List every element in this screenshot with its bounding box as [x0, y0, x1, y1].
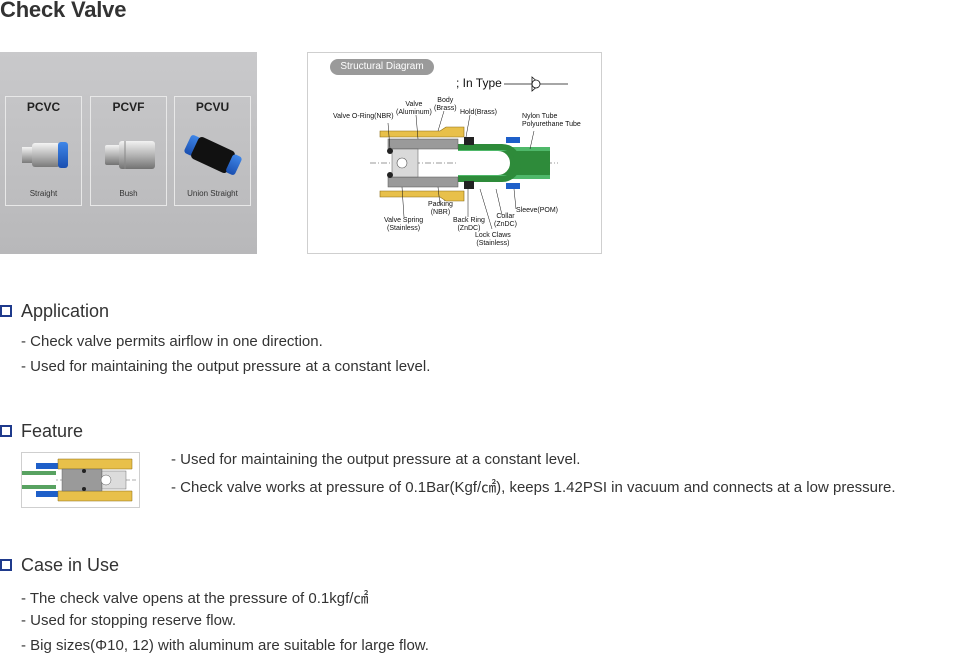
case-in-use-line: - The check valve opens at the pressure …: [21, 590, 369, 607]
label-valve: Valve (Aluminum): [396, 101, 432, 116]
diagram-title: Structural Diagram: [330, 59, 434, 75]
product-name: Bush: [119, 189, 138, 198]
label-packing: Packing (NBR): [428, 201, 453, 216]
product-code: PCVF: [112, 100, 145, 114]
product-card-pcvf[interactable]: PCVF Bush: [90, 96, 167, 206]
feature-heading: Feature: [0, 421, 83, 441]
section-bullet-icon: [0, 305, 12, 317]
case-in-use-line: - Big sizes(Φ10, 12) with aluminum are s…: [21, 637, 429, 654]
product-code: PCVC: [26, 100, 61, 114]
label-back-ring: Back Ring (ZnDC): [453, 217, 485, 232]
feature-line: - Check valve works at pressure of 0.1Ba…: [171, 479, 896, 496]
label-lock-claws: Lock Claws (Stainless): [475, 232, 511, 247]
product-card-pcvc[interactable]: PCVC Straight: [5, 96, 82, 206]
application-line: - Used for maintaining the output pressu…: [21, 358, 431, 375]
label-hold: Hold(Brass): [460, 109, 497, 116]
label-collar: Collar (ZnDC): [494, 213, 517, 228]
straight-fitting-image: [22, 142, 68, 168]
section-title: Feature: [21, 420, 84, 441]
product-name: Straight: [29, 189, 58, 198]
section-bullet-icon: [0, 425, 12, 437]
label-body: Body (Brass): [434, 97, 457, 112]
page-title: Check Valve: [0, 0, 127, 22]
case-in-use-heading: Case in Use: [0, 555, 119, 575]
valve-cross-section-image: [370, 76, 568, 230]
feature-line: - Used for maintaining the output pressu…: [171, 451, 581, 468]
feature-thumbnail: [21, 452, 140, 508]
section-title: Case in Use: [21, 554, 120, 575]
product-card-pcvu[interactable]: PCVU Union Straight: [174, 96, 251, 206]
product-panel: PCVC Straight PCVF: [0, 52, 257, 254]
label-valve-oring: Valve O-Ring(NBR): [333, 113, 394, 120]
in-type-label: ; In Type: [456, 76, 502, 90]
label-nylon-tube: Nylon Tube Polyurethane Tube: [522, 113, 581, 128]
label-valve-spring: Valve Spring (Stainless): [384, 217, 424, 232]
bush-fitting-image: [105, 141, 155, 169]
structural-diagram: Structural Diagram ; In Type: [307, 52, 602, 254]
product-name: Union Straight: [187, 189, 238, 198]
application-heading: Application: [0, 301, 109, 321]
section-bullet-icon: [0, 559, 12, 571]
product-code: PCVU: [195, 100, 230, 114]
case-in-use-line: - Used for stopping reserve flow.: [21, 612, 237, 629]
valve-thumbnail-image: [22, 458, 137, 502]
label-sleeve: Sleeve(POM): [516, 207, 559, 214]
application-line: - Check valve permits airflow in one dir…: [21, 333, 323, 350]
union-straight-fitting-image: [184, 135, 242, 175]
section-title: Application: [21, 300, 110, 321]
